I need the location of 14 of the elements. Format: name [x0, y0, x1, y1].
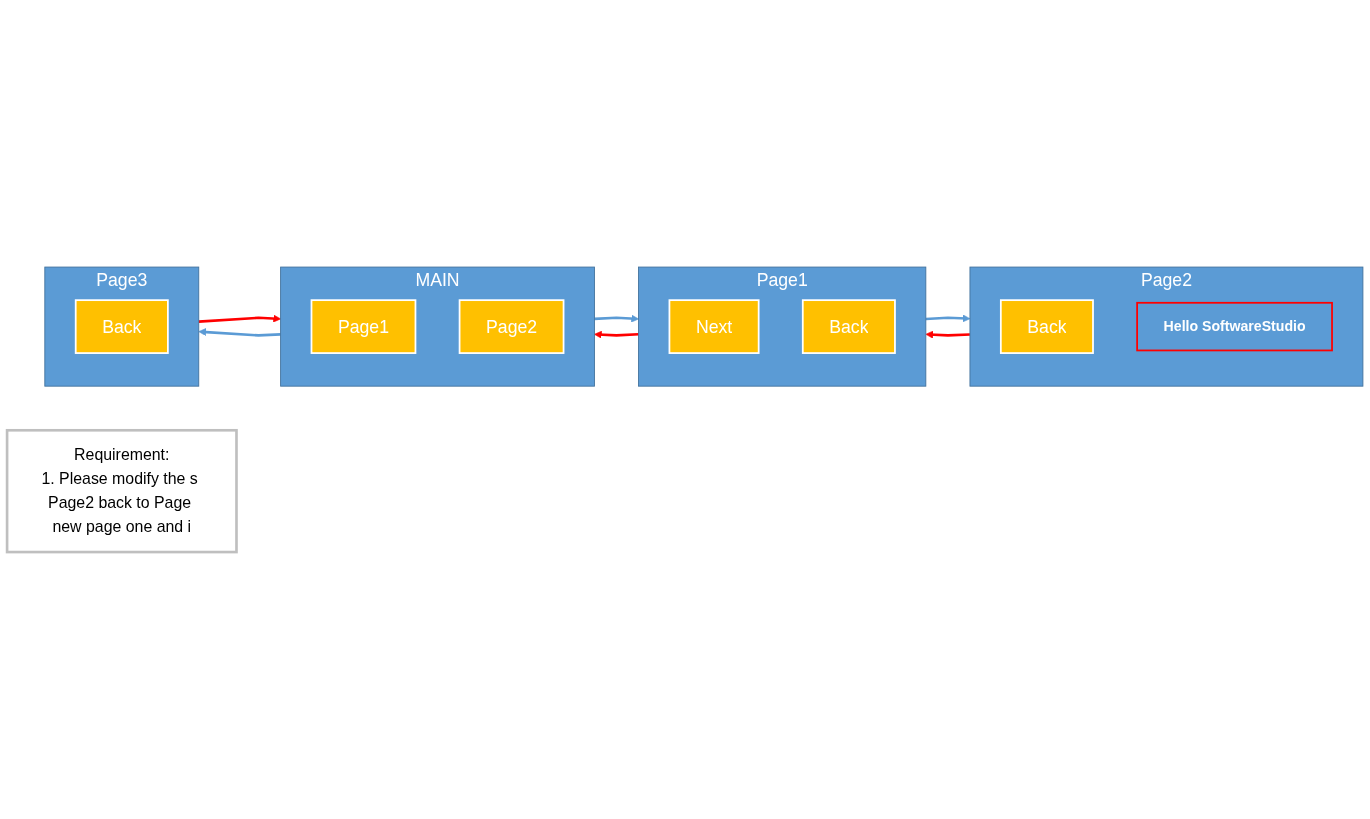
- node-box: Next: [668, 299, 760, 354]
- node-box: Page1: [310, 299, 417, 354]
- arrow: [925, 314, 971, 323]
- node-box: Page2: [458, 299, 565, 354]
- node-box: Back: [74, 299, 169, 354]
- node-box: Back: [999, 299, 1094, 354]
- node-box: Requirement: 1. Please modify the s Page2 back to Page new page one and i: [5, 428, 238, 554]
- arrow: [594, 314, 639, 323]
- arrow: [594, 330, 639, 339]
- arrow: [925, 330, 970, 339]
- node-box: Back: [801, 299, 896, 354]
- arrow: [198, 314, 281, 323]
- arrow: [198, 328, 281, 337]
- node-box: Hello SoftwareStudio: [1136, 301, 1333, 352]
